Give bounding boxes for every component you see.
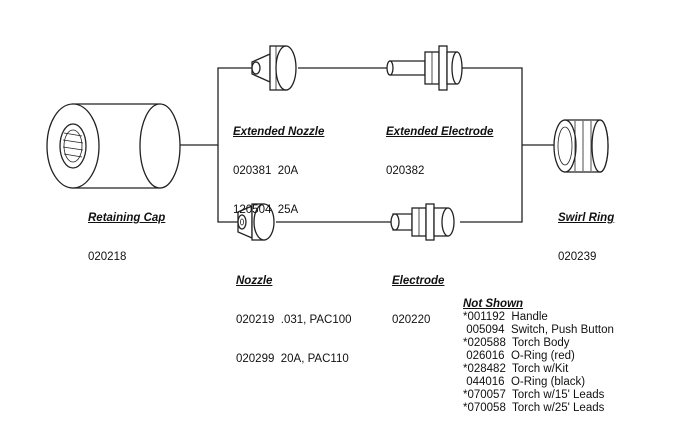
nozzle-part-line: 020299 20A, PAC110 <box>236 353 349 365</box>
not-shown-item: *070057 Torch w/15' Leads <box>463 389 605 401</box>
nozzle-title: Nozzle <box>236 275 273 287</box>
retaining-cap-part-line: 020218 <box>88 251 127 263</box>
electrode-title: Electrode <box>392 275 445 287</box>
not-shown-item: *070058 Torch w/25' Leads <box>463 402 605 414</box>
extended-electrode-drawing <box>386 45 463 91</box>
not-shown-item: *020588 Torch Body <box>463 337 570 349</box>
extended-electrode-label: Extended Electrode 020382 <box>386 100 493 191</box>
not-shown-title: Not Shown <box>463 298 524 310</box>
not-shown-item: 026016 O-Ring (red) <box>463 350 575 362</box>
retaining-cap-label: Retaining Cap 020218 <box>88 186 165 277</box>
extended-nozzle-title: Extended Nozzle <box>233 126 325 138</box>
electrode-drawing <box>390 203 455 241</box>
nozzle-drawing <box>237 203 275 241</box>
not-shown-item: *028482 Torch w/Kit <box>463 363 569 375</box>
swirl-ring-drawing <box>553 119 609 173</box>
extended-nozzle-drawing <box>251 45 297 91</box>
extended-electrode-part-line: 020382 <box>386 165 425 177</box>
not-shown-item: *001192 Handle <box>463 311 548 323</box>
not-shown-list: Not Shown *001192 Handle 005094 Switch, … <box>463 298 614 415</box>
retaining-cap-title: Retaining Cap <box>88 212 166 224</box>
swirl-ring-label: Swirl Ring 020239 <box>558 186 614 277</box>
swirl-ring-title: Swirl Ring <box>558 212 615 224</box>
nozzle-label: Nozzle 020219 .031, PAC100 020299 20A, P… <box>236 249 352 379</box>
electrode-label: Electrode 020220 <box>392 249 444 340</box>
extended-nozzle-part-line: 020381 20A <box>233 165 299 177</box>
nozzle-part-line: 020219 .031, PAC100 <box>236 314 352 326</box>
extended-nozzle-label: Extended Nozzle 020381 20A 120504 25A <box>233 100 324 230</box>
electrode-part-line: 020220 <box>392 314 431 326</box>
retaining-cap-drawing <box>46 103 181 189</box>
not-shown-item: 044016 O-Ring (black) <box>463 376 586 388</box>
extended-nozzle-part-line: 120504 25A <box>233 204 299 216</box>
extended-electrode-title: Extended Electrode <box>386 126 494 138</box>
connector-lines <box>178 67 556 223</box>
swirl-ring-part-line: 020239 <box>558 251 597 263</box>
not-shown-item: 005094 Switch, Push Button <box>463 324 614 336</box>
